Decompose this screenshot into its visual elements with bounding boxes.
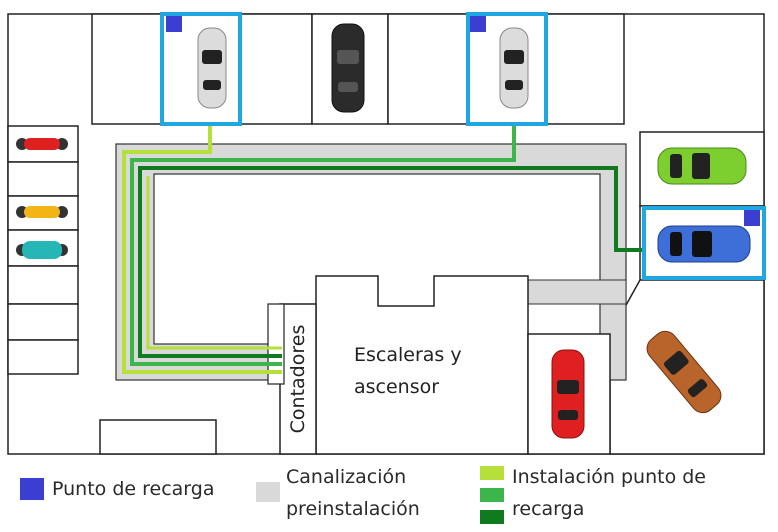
install-cable-light — [122, 124, 282, 374]
stairs-label-line2: ascensor — [354, 376, 440, 398]
car-icon-silver — [499, 27, 529, 109]
legend-install-label-line2: recarga — [512, 498, 585, 520]
legend-install-swatch-light — [480, 466, 504, 480]
charging-bay-frame-1 — [160, 12, 242, 126]
install-cable-dark — [138, 166, 644, 358]
motorbike-icon-red — [16, 138, 68, 150]
car-icon-black — [331, 23, 365, 113]
legend-preinstall-swatch — [256, 482, 280, 502]
top-parking-row — [91, 13, 625, 125]
meters-room-box — [279, 303, 317, 455]
legend-preinstall-label-line2: preinstalación — [286, 498, 420, 520]
car-icon-silver — [197, 27, 227, 109]
motorbike-icon-teal — [16, 241, 68, 259]
install-cable-light-inner — [146, 176, 282, 350]
legend-install-swatch-dark — [480, 510, 504, 524]
charge-point-icon — [744, 210, 760, 226]
charge-point-icon — [470, 16, 486, 32]
car-icon-brown — [646, 330, 722, 414]
car-icon-red — [551, 349, 585, 439]
charging-bay-frame-2 — [466, 12, 548, 126]
legend-install-swatch-mid — [480, 488, 504, 502]
legend-install-label-line1: Instalación punto de — [512, 466, 706, 488]
meters-room-label: Contadores — [287, 324, 309, 434]
car-icon-blue — [657, 225, 751, 263]
car-icon-green — [657, 147, 747, 185]
legend-preinstall-label-line1: Canalización — [286, 466, 407, 488]
bottom-bay — [99, 419, 217, 455]
stairs-elevator-block — [315, 275, 529, 455]
install-cable-mid — [130, 124, 516, 366]
stairs-label-line1: Escaleras y — [354, 344, 462, 366]
legend-charge-point-label: Punto de recarga — [52, 478, 215, 500]
charging-bay-frame-3 — [642, 206, 766, 280]
motorbike-icon-yellow — [16, 206, 68, 218]
legend-charge-point-swatch — [20, 478, 44, 500]
charge-point-icon — [166, 16, 182, 32]
preinstall-channel-right — [527, 279, 627, 305]
